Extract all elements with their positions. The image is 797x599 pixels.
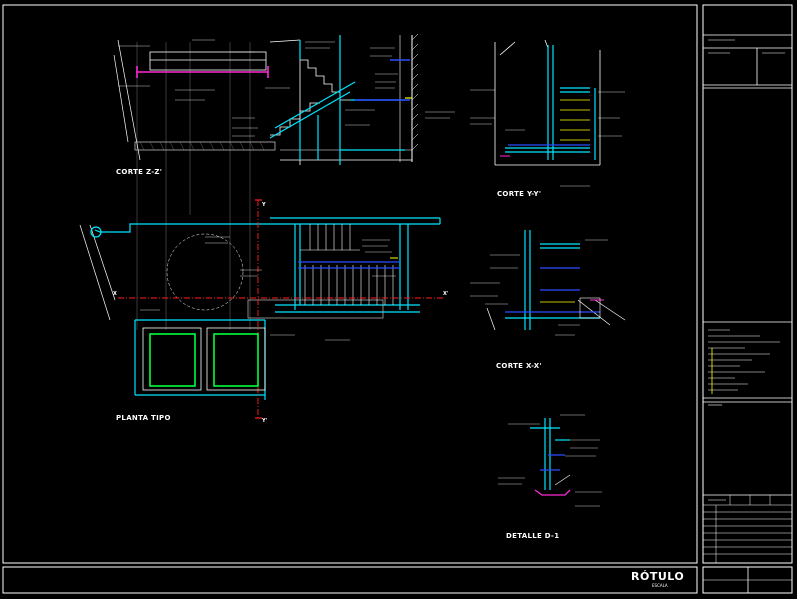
section-mark-x-prime: X' xyxy=(443,291,449,297)
corte-y-label: CORTE Y-Y' xyxy=(497,190,541,198)
detalle-d1: DETALLE D-1 xyxy=(498,414,602,540)
section-mark-y-prime: Y' xyxy=(261,418,268,424)
corte-x-section: CORTE X-X' xyxy=(470,230,626,370)
corte-z-label: CORTE Z-Z' xyxy=(116,168,162,176)
rotulo-subtitle: ESCALA xyxy=(652,583,668,588)
corte-z-section: CORTE Z-Z' xyxy=(113,33,455,330)
sheet-frame xyxy=(2,4,793,594)
planta-tipo-label: PLANTA TIPO xyxy=(116,414,171,422)
corte-y-section: CORTE Y-Y' xyxy=(470,39,625,198)
footer-title-block: RÓTULO ESCALA xyxy=(631,570,684,588)
detalle-d1-label: DETALLE D-1 xyxy=(506,532,559,540)
section-mark-x: X xyxy=(113,291,117,297)
section-mark-y: Y xyxy=(261,202,266,208)
title-block xyxy=(703,34,792,593)
corte-x-label: CORTE X-X' xyxy=(496,362,542,370)
rotulo-title: RÓTULO xyxy=(631,570,684,583)
planta-tipo-plan: X X' Y Y' PLANTA TIPO xyxy=(79,199,449,424)
